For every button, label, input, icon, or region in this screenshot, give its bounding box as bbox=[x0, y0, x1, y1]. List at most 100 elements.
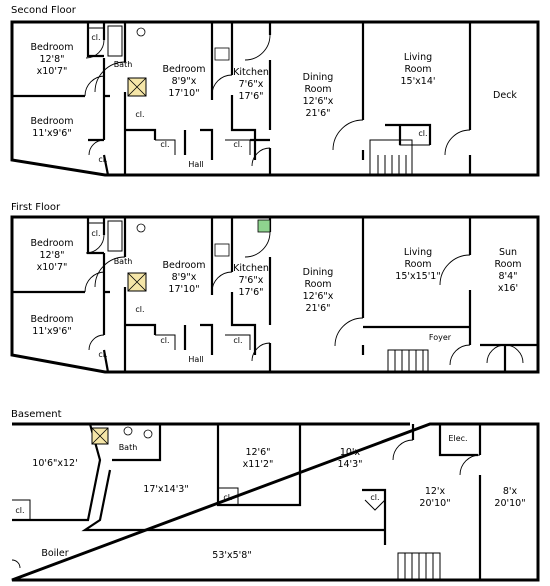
basement-room-c: 12'6" x11'2" bbox=[243, 447, 274, 470]
svg-text:12'x: 12'x bbox=[425, 486, 446, 497]
first-floor-closet-1: cl. bbox=[91, 229, 100, 238]
first-floor-plan: First Floor Bedroom 12'8" x10'7" Bedroom… bbox=[10, 202, 540, 374]
svg-text:17'6": 17'6" bbox=[238, 287, 263, 298]
basement-skylight-cross bbox=[91, 427, 109, 445]
svg-text:10'x: 10'x bbox=[340, 447, 361, 458]
basement-boiler: Boiler bbox=[41, 548, 68, 559]
svg-text:11'x9'6": 11'x9'6" bbox=[32, 128, 71, 139]
first-floor-foyer: Foyer bbox=[429, 333, 452, 342]
first-floor-hall: Hall bbox=[188, 355, 203, 364]
svg-text:12'6"x: 12'6"x bbox=[303, 291, 334, 302]
first-floor-closet-4: cl. bbox=[160, 336, 169, 345]
basement-room-e: 12'x 20'10" bbox=[419, 486, 450, 509]
svg-text:Living: Living bbox=[404, 52, 432, 63]
first-floor-sink bbox=[136, 223, 146, 233]
svg-text:x11'2": x11'2" bbox=[243, 459, 274, 470]
basement-sink bbox=[123, 426, 133, 436]
first-floor-dining: Dining Room 12'6"x 21'6" bbox=[303, 267, 334, 314]
svg-text:12'8": 12'8" bbox=[39, 54, 64, 65]
first-floor-skylight-cross bbox=[127, 272, 147, 292]
first-floor-plant bbox=[257, 219, 271, 233]
svg-text:Room: Room bbox=[404, 259, 431, 270]
svg-text:8'9"x: 8'9"x bbox=[172, 272, 197, 283]
second-floor-living: Living Room 15'x14' bbox=[400, 52, 435, 87]
second-floor-bath: Bath bbox=[114, 60, 133, 69]
first-floor-stove bbox=[214, 243, 230, 257]
svg-text:17'6": 17'6" bbox=[238, 91, 263, 102]
svg-text:x10'7": x10'7" bbox=[37, 262, 68, 273]
first-floor-title: First Floor bbox=[11, 202, 61, 213]
first-floor-closet-2: cl. bbox=[98, 350, 107, 359]
first-floor-door-swings bbox=[84, 231, 524, 366]
first-floor-bedroom-front: Bedroom 12'8" x10'7" bbox=[31, 238, 74, 273]
second-floor-closet-2: cl. bbox=[98, 155, 107, 164]
basement-plan: Basement 10'6"x12' Bath 17'x14'3" 12'6" … bbox=[11, 409, 540, 582]
basement-room-b: 17'x14'3" bbox=[143, 484, 188, 495]
second-floor-plan: Second Floor Bedroom 12'8" x10'7" Be bbox=[10, 5, 540, 177]
basement-closet-1: cl. bbox=[15, 506, 24, 515]
svg-text:Bedroom: Bedroom bbox=[163, 64, 206, 75]
second-floor-kitchen: Kitchen 7'6"x 17'6" bbox=[233, 67, 269, 102]
svg-text:15'x14': 15'x14' bbox=[400, 76, 435, 87]
second-floor-bedroom-rear: Bedroom 11'x9'6" bbox=[31, 116, 74, 139]
svg-text:17'10": 17'10" bbox=[168, 284, 199, 295]
svg-text:Bedroom: Bedroom bbox=[31, 116, 74, 127]
svg-text:x10'7": x10'7" bbox=[37, 66, 68, 77]
svg-text:Kitchen: Kitchen bbox=[233, 263, 269, 274]
second-floor-closets bbox=[88, 27, 430, 155]
svg-text:Bedroom: Bedroom bbox=[31, 42, 74, 53]
svg-text:8'9"x: 8'9"x bbox=[172, 76, 197, 87]
first-floor-living: Living Room 15'x15'1" bbox=[395, 247, 440, 282]
second-floor-bedroom-front: Bedroom 12'8" x10'7" bbox=[31, 42, 74, 77]
basement-toilet bbox=[143, 429, 153, 439]
second-floor-bathtub bbox=[107, 25, 123, 57]
basement-closet-3: cl. bbox=[370, 493, 379, 502]
svg-text:x16': x16' bbox=[498, 283, 518, 294]
svg-text:12'6": 12'6" bbox=[245, 447, 270, 458]
basement-stairs bbox=[397, 552, 441, 581]
svg-text:21'6": 21'6" bbox=[305, 303, 330, 314]
svg-text:Room: Room bbox=[494, 259, 521, 270]
second-floor-closet-5: cl. bbox=[233, 140, 242, 149]
basement-closet-2: cl. bbox=[223, 493, 232, 502]
svg-text:12'6"x: 12'6"x bbox=[303, 96, 334, 107]
first-floor-sun-room: Sun Room 8'4" x16' bbox=[494, 247, 521, 294]
svg-text:Dining: Dining bbox=[303, 72, 334, 83]
first-floor-closets bbox=[88, 222, 251, 350]
second-floor-stairs bbox=[369, 139, 413, 176]
second-floor-closet-4: cl. bbox=[160, 140, 169, 149]
first-floor-bedroom-mid: Bedroom 8'9"x 17'10" bbox=[163, 260, 206, 295]
second-floor-title: Second Floor bbox=[11, 5, 77, 16]
second-floor-deck: Deck bbox=[493, 90, 517, 101]
first-floor-bedroom-rear: Bedroom 11'x9'6" bbox=[31, 314, 74, 337]
svg-text:7'6"x: 7'6"x bbox=[239, 79, 264, 90]
svg-text:Dining: Dining bbox=[303, 267, 334, 278]
svg-text:11'x9'6": 11'x9'6" bbox=[32, 326, 71, 337]
first-floor-closet-3: cl. bbox=[135, 305, 144, 314]
basement-bath: Bath bbox=[119, 443, 138, 452]
first-floor-closet-5: cl. bbox=[233, 336, 242, 345]
second-floor-skylight-cross bbox=[127, 77, 147, 97]
svg-text:15'x15'1": 15'x15'1" bbox=[395, 271, 440, 282]
svg-text:Bedroom: Bedroom bbox=[31, 314, 74, 325]
basement-room-a: 10'6"x12' bbox=[32, 458, 77, 469]
first-floor-outer-wall bbox=[10, 215, 540, 374]
first-floor-kitchen: Kitchen 7'6"x 17'6" bbox=[233, 263, 269, 298]
svg-text:Bedroom: Bedroom bbox=[163, 260, 206, 271]
second-floor-interior-walls bbox=[12, 22, 472, 176]
svg-text:12'8": 12'8" bbox=[39, 250, 64, 261]
second-floor-sink bbox=[136, 27, 146, 37]
first-floor-stairs bbox=[387, 349, 429, 373]
basement-corridor: 53'x5'8" bbox=[212, 550, 251, 561]
svg-text:8'4": 8'4" bbox=[498, 271, 517, 282]
second-floor-bedroom-mid: Bedroom 8'9"x 17'10" bbox=[163, 64, 206, 99]
svg-text:Room: Room bbox=[304, 279, 331, 290]
svg-text:Sun: Sun bbox=[499, 247, 517, 258]
second-floor-outer-wall bbox=[10, 20, 540, 177]
svg-text:20'10": 20'10" bbox=[419, 498, 450, 509]
first-floor-interior-walls bbox=[12, 217, 538, 373]
svg-text:7'6"x: 7'6"x bbox=[239, 275, 264, 286]
second-floor-hall: Hall bbox=[188, 160, 203, 169]
basement-door-swings bbox=[11, 439, 481, 569]
basement-room-f: 8'x 20'10" bbox=[494, 486, 525, 509]
